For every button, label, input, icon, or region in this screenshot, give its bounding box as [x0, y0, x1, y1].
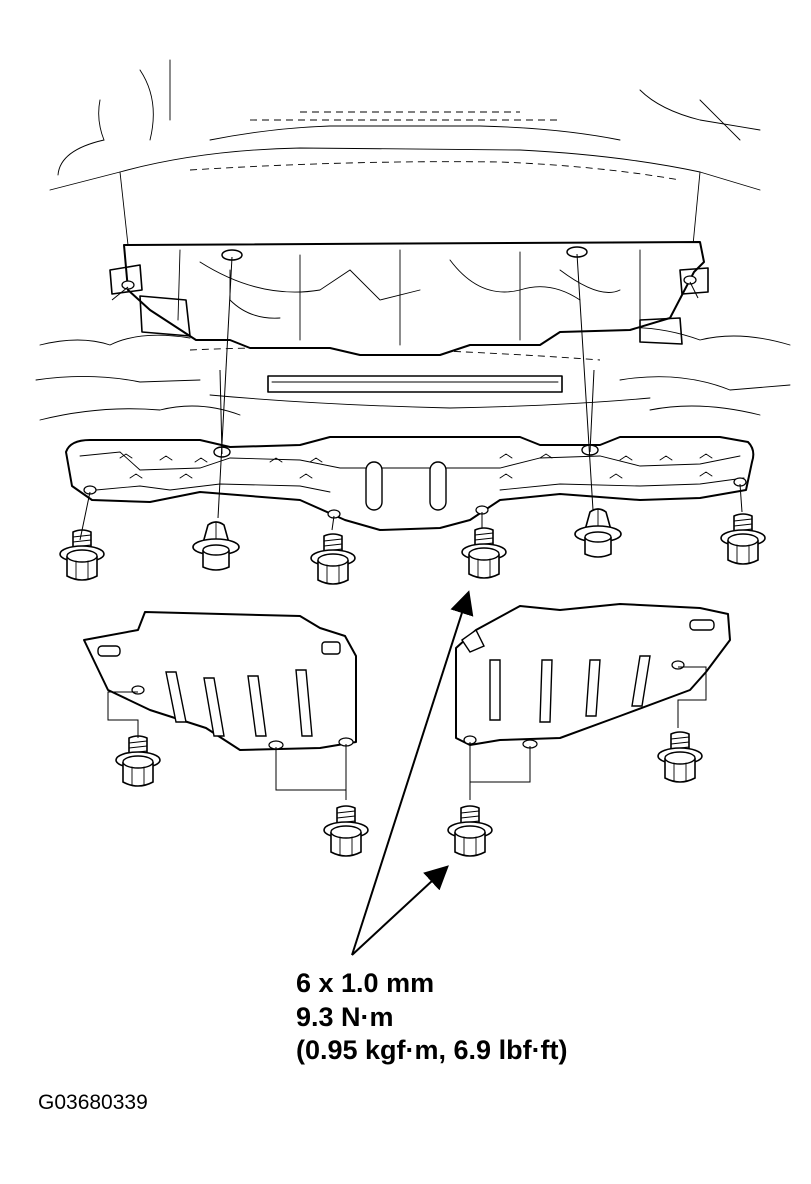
upper-cover — [109, 241, 709, 356]
bolt — [657, 731, 703, 783]
left-splash-shield — [83, 611, 357, 751]
torque-nm-label: 9.3 N·m — [296, 1002, 394, 1032]
torque-callout-arrows — [351, 590, 474, 956]
leader-lines — [79, 253, 743, 800]
right-splash-shield — [455, 603, 731, 749]
figure-id: G03680339 — [38, 1091, 148, 1114]
clip — [192, 521, 240, 571]
clip — [574, 508, 622, 558]
bolt-size-label: 6 x 1.0 mm — [296, 968, 435, 998]
bolt — [323, 805, 369, 857]
torque-imperial-label: (0.95 kgf·m, 6.9 lbf·ft) — [296, 1035, 568, 1065]
vehicle-underbody — [35, 59, 791, 421]
bolt — [115, 735, 161, 787]
cross-member-rail — [267, 375, 563, 393]
bolt — [59, 529, 105, 581]
bolt — [461, 527, 507, 579]
bolt — [310, 533, 356, 585]
bolt — [447, 805, 493, 857]
center-splash-shield — [65, 436, 755, 531]
bolt — [720, 513, 766, 565]
